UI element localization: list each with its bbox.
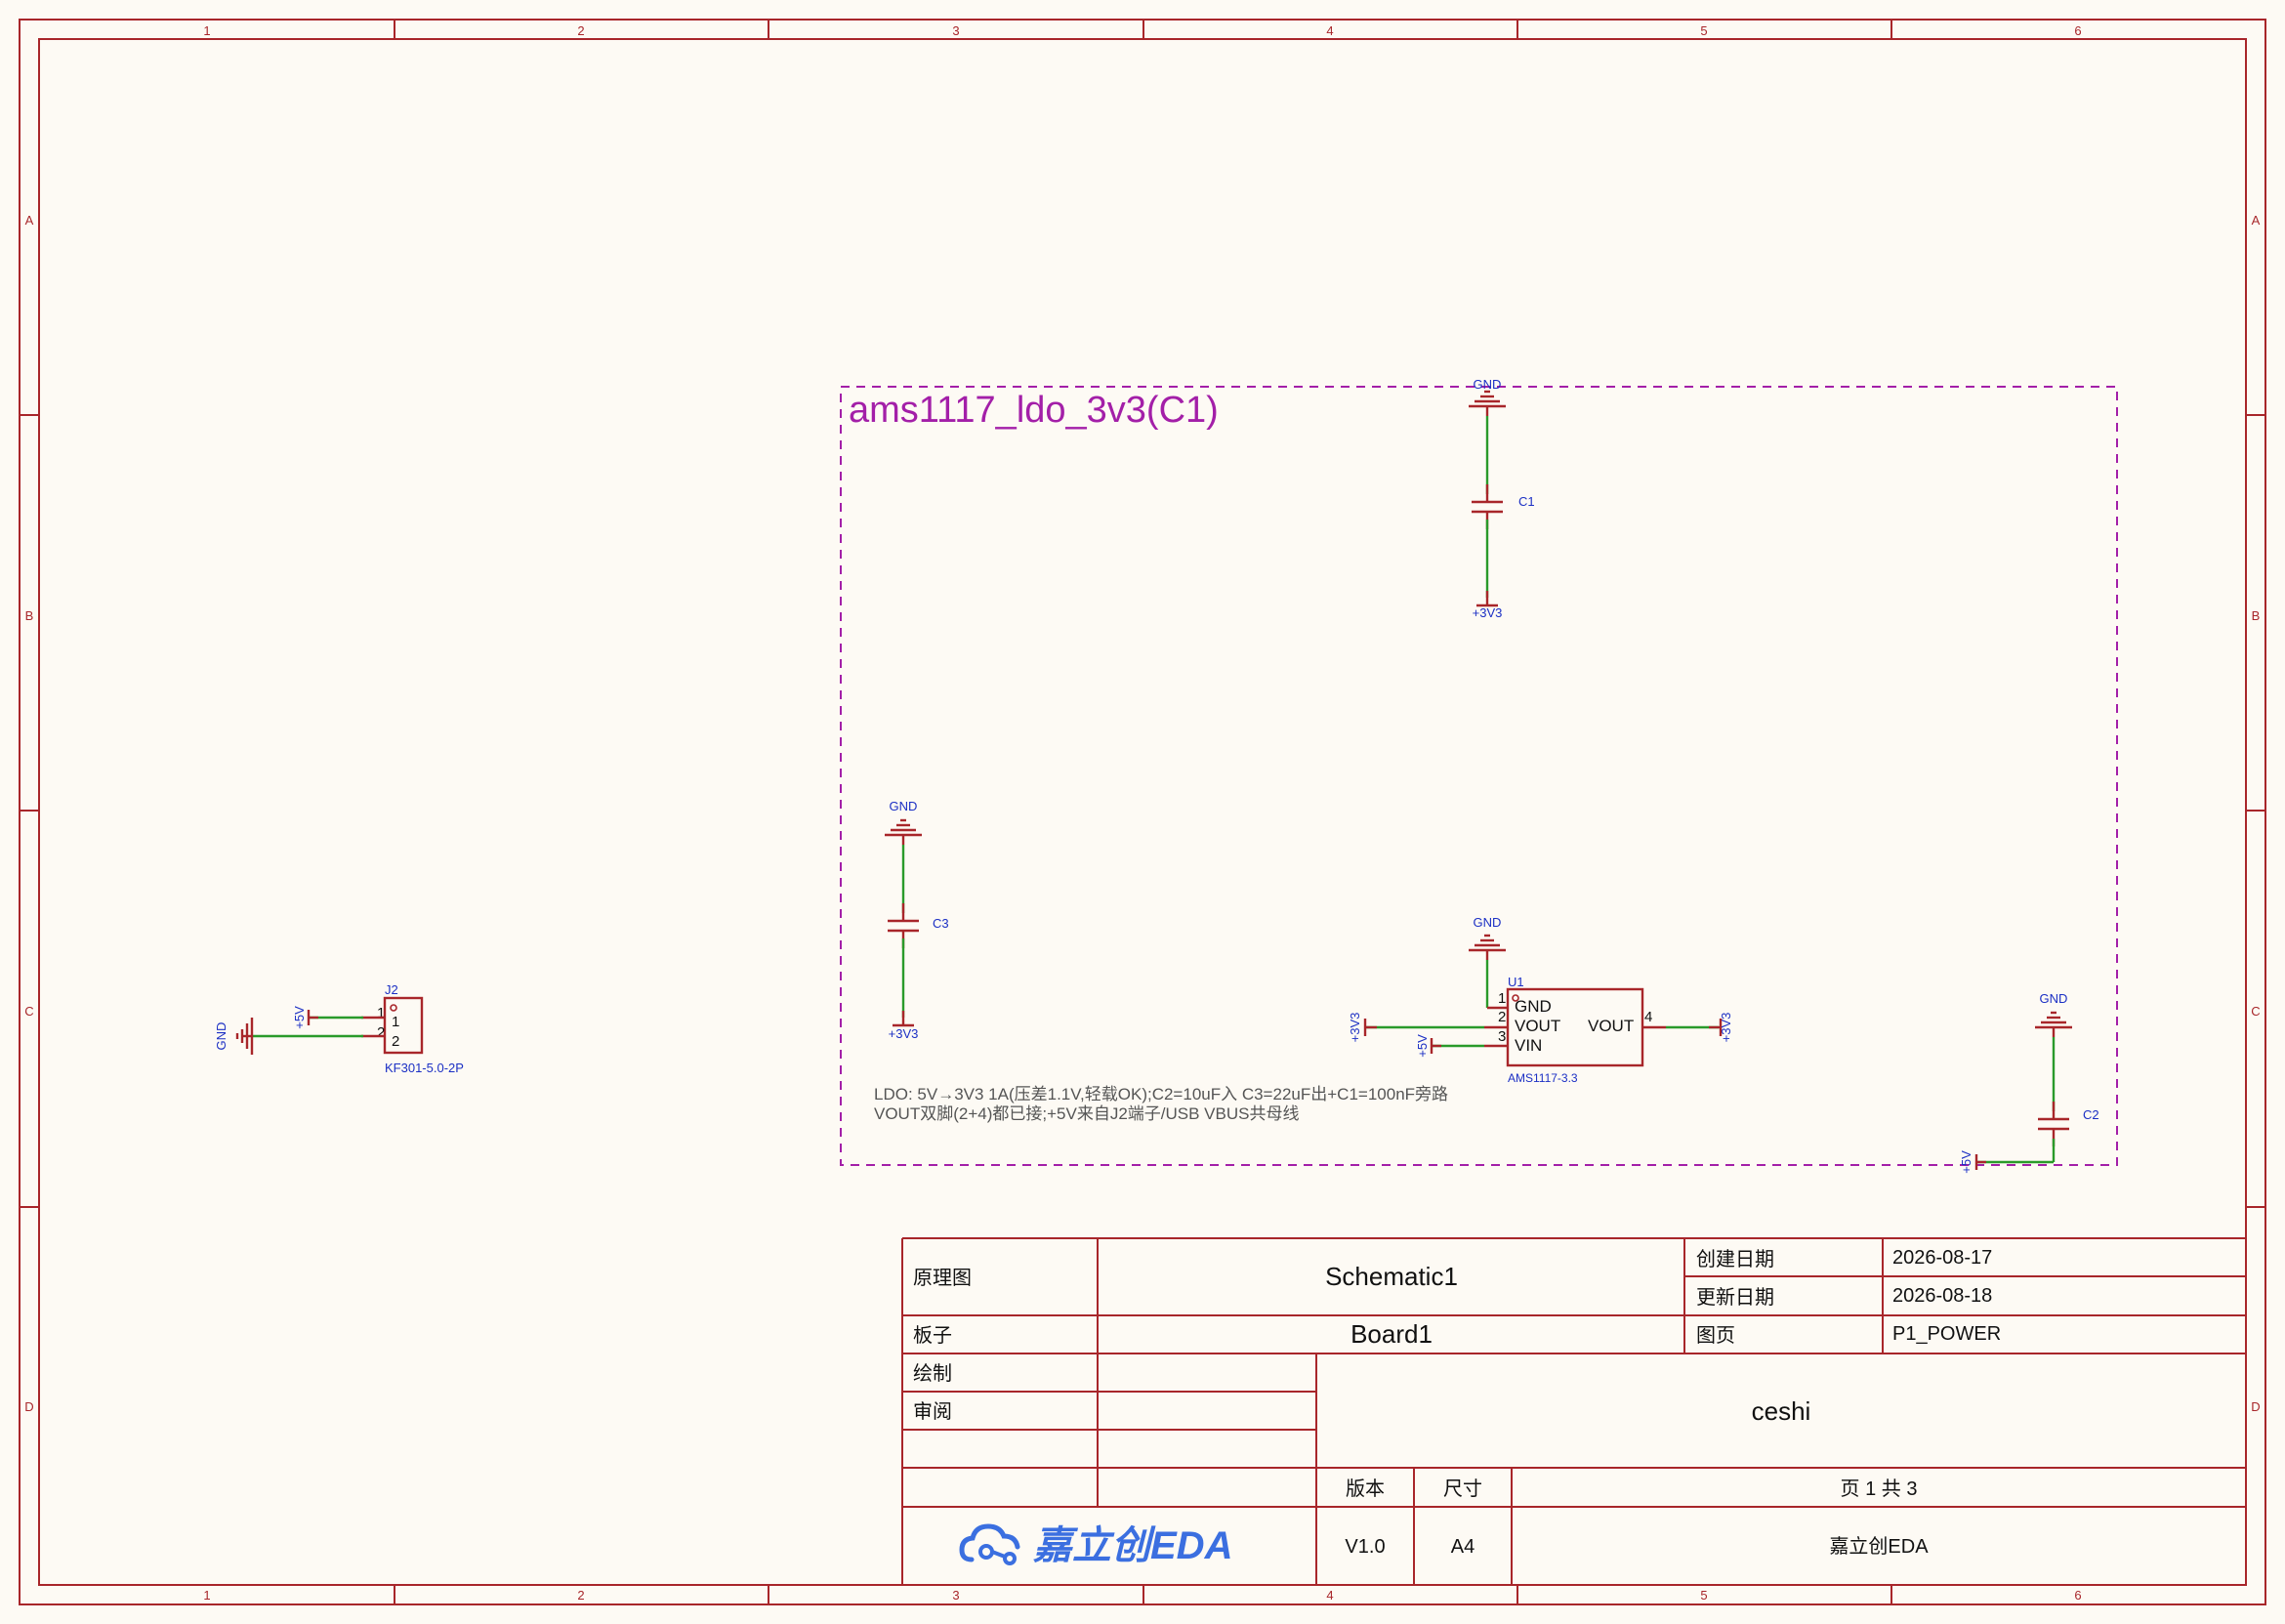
net-label-3v3: +3V3 — [1473, 605, 1503, 620]
pin-name-vin: VIN — [1515, 1036, 1542, 1055]
connector-j2[interactable]: J2 KF301-5.0-2P 1 2 1 2 +5V GND — [214, 982, 464, 1075]
drawing-frame: 1 2 3 4 5 6 1 2 3 4 5 6 A B C D A B C D — [19, 19, 2266, 1605]
zone-col-3-top: 3 — [952, 23, 959, 38]
zone-col-1-bottom: 1 — [203, 1588, 210, 1603]
pin-label-2: 2 — [392, 1033, 399, 1050]
component-ref-c2: C2 — [2083, 1107, 2099, 1122]
tb-schematic-value: Schematic1 — [1325, 1262, 1458, 1291]
net-label-gnd: GND — [890, 799, 918, 813]
net-label-gnd: GND — [2040, 991, 2068, 1006]
tb-page-value: P1_POWER — [1892, 1323, 2001, 1345]
tb-review-label: 审阅 — [913, 1400, 952, 1423]
connector-body[interactable] — [383, 996, 424, 1055]
tb-drawn-label: 绘制 — [913, 1362, 952, 1385]
title-block: 原理图 Schematic1 创建日期 2026-08-17 更新日期 2026… — [901, 1237, 2246, 1585]
design-note-line-1: LDO: 5V→3V3 1A(压差1.1V,轻载OK);C2=10uF入 C3=… — [874, 1085, 1448, 1103]
pin-number-2: 2 — [377, 1024, 385, 1041]
zone-col-3-bottom: 3 — [952, 1588, 959, 1603]
pin-number-2: 2 — [1498, 1009, 1506, 1025]
pin-number-4: 4 — [1644, 1009, 1652, 1025]
tb-page-count: 页 1 共 3 — [1841, 1478, 1918, 1500]
pin-number-1: 1 — [377, 1005, 385, 1021]
tb-version-label: 版本 — [1346, 1478, 1385, 1500]
sheet-block-border[interactable] — [840, 386, 2118, 1166]
tb-company: 嘉立创EDA — [1829, 1535, 1929, 1558]
tb-page-label: 图页 — [1696, 1325, 1735, 1347]
zone-row-a-left: A — [25, 213, 34, 228]
net-label-gnd: GND — [1474, 915, 1502, 930]
net-label-3v3: +3V3 — [889, 1026, 919, 1041]
pin-label-1: 1 — [392, 1014, 399, 1030]
sheet-block-ams1117[interactable]: ams1117_ldo_3v3(C1) — [840, 386, 2118, 1166]
capacitor-c2[interactable]: GND C2 +5V — [1959, 991, 2099, 1174]
pin-name-vout: VOUT — [1515, 1017, 1560, 1035]
cloud-logo-icon — [959, 1523, 1020, 1565]
zone-row-b-left: B — [25, 608, 34, 623]
pin-number-1: 1 — [1498, 990, 1506, 1007]
zone-col-6-bottom: 6 — [2074, 1588, 2081, 1603]
zone-row-d-right: D — [2251, 1399, 2260, 1414]
regulator-u1[interactable]: GND U1 AMS1117-3.3 GND VOUT VIN VOUT 1 2… — [1348, 915, 1733, 1085]
gnd-symbol-icon — [235, 1018, 254, 1055]
net-label-5v: +5V — [1959, 1150, 1973, 1174]
tb-board-label: 板子 — [913, 1324, 952, 1347]
sheet-block-title: ams1117_ldo_3v3(C1) — [849, 390, 1219, 431]
tb-created-value: 2026-08-17 — [1892, 1247, 1992, 1269]
net-label-5v: +5V — [292, 1006, 307, 1029]
zone-row-c-right: C — [2251, 1004, 2260, 1019]
component-ref-u1: U1 — [1508, 975, 1524, 989]
gnd-symbol-icon — [2035, 1011, 2072, 1037]
tb-updated-label: 更新日期 — [1696, 1286, 1774, 1309]
tb-size-value: A4 — [1451, 1536, 1475, 1558]
net-label-3v3: +3V3 — [1348, 1013, 1362, 1043]
pin-number-3: 3 — [1498, 1028, 1506, 1045]
tb-updated-value: 2026-08-18 — [1892, 1285, 1992, 1307]
tb-schematic-label: 原理图 — [913, 1268, 972, 1289]
gnd-symbol-icon — [1469, 390, 1506, 416]
gnd-symbol-icon — [1469, 934, 1506, 960]
pin-name-vout-2: VOUT — [1588, 1017, 1634, 1035]
zone-col-4-bottom: 4 — [1326, 1588, 1333, 1603]
zone-row-b-right: B — [2252, 608, 2261, 623]
component-value-j2: KF301-5.0-2P — [385, 1061, 464, 1075]
net-label-3v3: +3V3 — [1719, 1013, 1733, 1043]
zone-col-1-top: 1 — [203, 23, 210, 38]
design-note-line-2: VOUT双脚(2+4)都已接;+5V来自J2端子/USB VBUS共母线 — [874, 1104, 1299, 1123]
component-ref-c1: C1 — [1518, 494, 1535, 509]
net-label-gnd: GND — [1474, 377, 1502, 392]
zone-row-d-left: D — [24, 1399, 33, 1414]
component-value-u1: AMS1117-3.3 — [1508, 1071, 1578, 1085]
zone-col-5-top: 5 — [1700, 23, 1707, 38]
component-ref-j2: J2 — [385, 982, 398, 997]
zone-col-2-bottom: 2 — [577, 1588, 584, 1603]
jlc-eda-logo: 嘉立创EDA — [959, 1523, 1232, 1567]
pin1-dot-icon — [1512, 994, 1519, 1002]
pin-name-gnd: GND — [1515, 997, 1552, 1016]
tb-version-value: V1.0 — [1345, 1536, 1385, 1558]
zone-col-5-bottom: 5 — [1700, 1588, 1707, 1603]
tb-project-name: ceshi — [1752, 1396, 1811, 1426]
component-ref-c3: C3 — [933, 916, 949, 931]
tb-board-value: Board1 — [1350, 1319, 1433, 1349]
capacitor-c3[interactable]: GND C3 +3V3 — [885, 799, 949, 1041]
tb-created-label: 创建日期 — [1696, 1248, 1774, 1270]
zone-col-6-top: 6 — [2074, 23, 2081, 38]
pin1-dot-icon — [390, 1004, 397, 1012]
capacitor-c1[interactable]: GND C1 +3V3 — [1469, 377, 1535, 620]
net-label-gnd: GND — [214, 1022, 228, 1051]
zone-row-c-left: C — [24, 1004, 33, 1019]
zone-col-2-top: 2 — [577, 23, 584, 38]
logo-wordmark: 嘉立创EDA — [1033, 1524, 1232, 1567]
gnd-symbol-icon — [885, 818, 922, 845]
net-label-5v: +5V — [1415, 1034, 1430, 1058]
zone-col-4-top: 4 — [1326, 23, 1333, 38]
outer-border — [19, 19, 2266, 1605]
zone-row-a-right: A — [2252, 213, 2261, 228]
tb-size-label: 尺寸 — [1443, 1478, 1482, 1500]
